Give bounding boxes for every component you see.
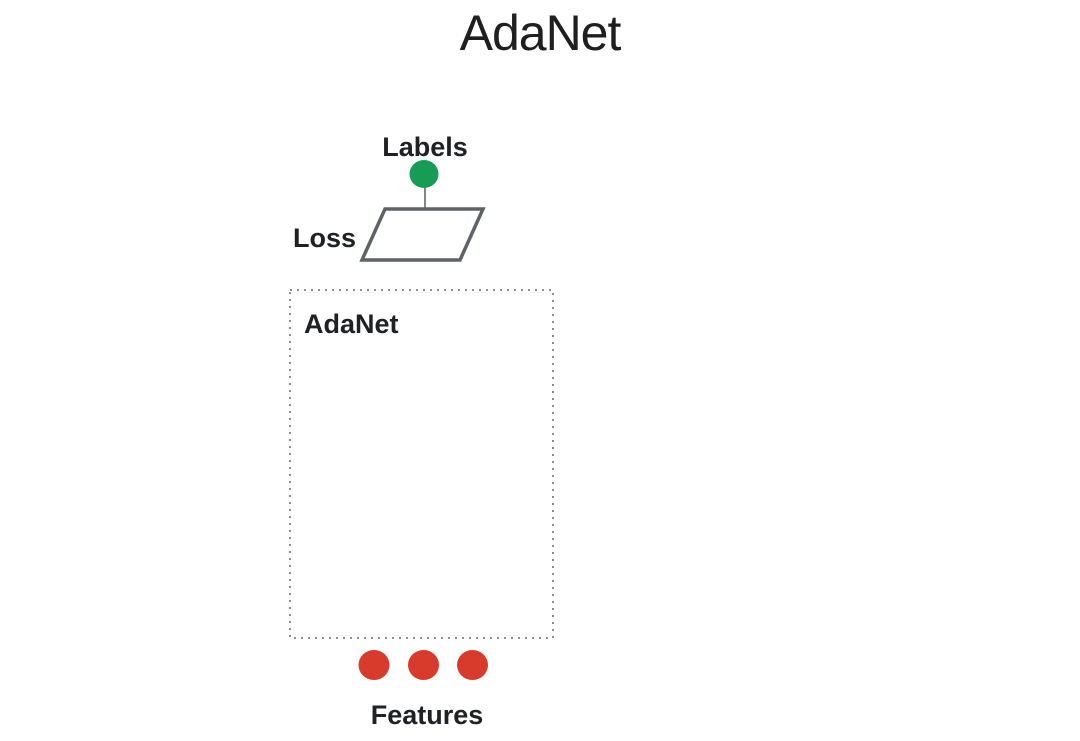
labels-label: Labels xyxy=(382,132,468,162)
feature-node-icon xyxy=(408,650,439,680)
loss-label: Loss xyxy=(293,223,356,253)
adanet-box-label: AdaNet xyxy=(304,309,399,339)
page-title: AdaNet xyxy=(459,5,622,61)
feature-node-icon xyxy=(457,650,488,680)
labels-node-icon xyxy=(409,160,439,188)
loss-parallelogram-icon xyxy=(359,207,486,262)
adanet-container-box xyxy=(289,289,554,639)
feature-node-icon xyxy=(358,650,390,680)
features-label: Features xyxy=(371,700,484,730)
